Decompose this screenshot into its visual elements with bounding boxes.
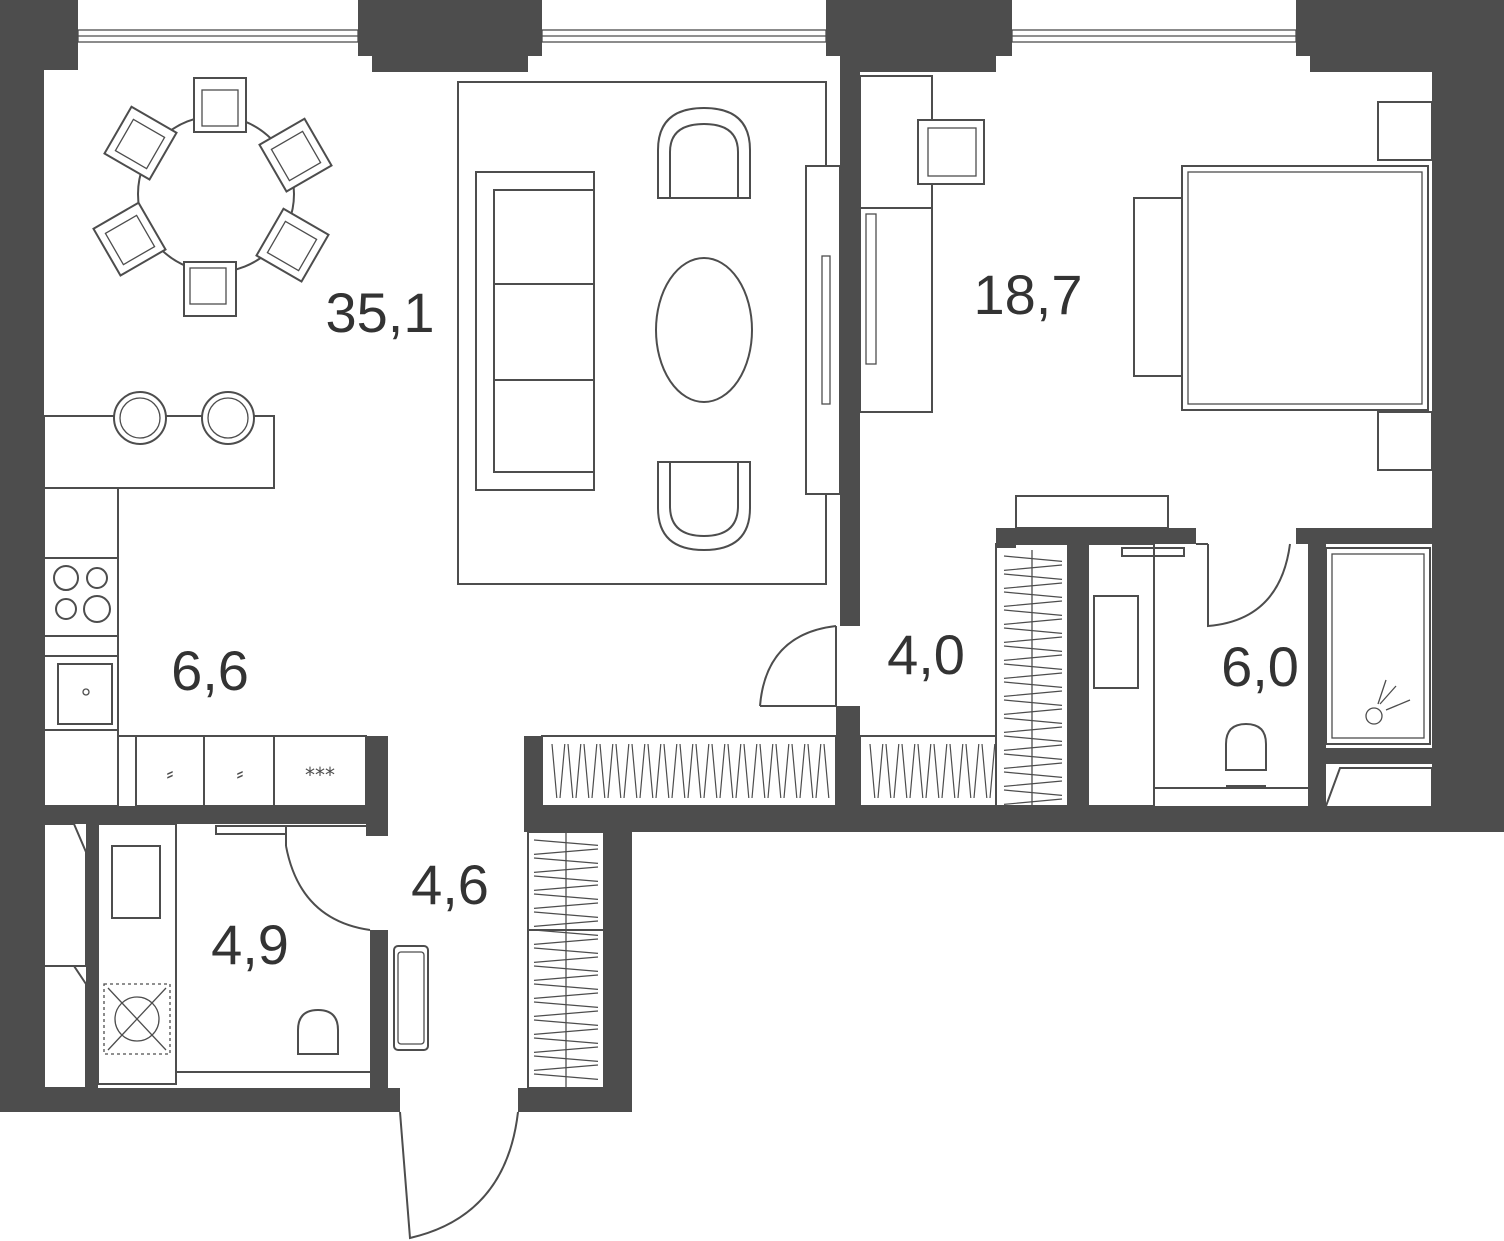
wardrobes <box>527 543 1069 1089</box>
area-label-bathroom: 6,0 <box>1221 635 1299 698</box>
kitchen-units: ⸗ ⸗ *** <box>43 487 367 807</box>
wall-bedroom-bottom-left <box>1016 528 1196 544</box>
walls <box>0 0 1504 1112</box>
wall-wc-top <box>0 806 388 824</box>
wall-hall-top-left <box>524 736 542 832</box>
area-labels: 35,1 18,7 6,6 4,0 6,0 4,6 4,9 <box>171 263 1299 976</box>
wall-partition-living-bedroom <box>840 60 860 626</box>
wall-corner-top-left <box>0 0 78 70</box>
dresser <box>1015 495 1169 529</box>
door-entrance <box>399 1111 519 1240</box>
wc-storage-left <box>43 823 87 1089</box>
nightstand-bottom <box>1377 411 1433 471</box>
wall-bath-tub-end <box>1308 748 1436 764</box>
area-label-bedroom: 18,7 <box>974 263 1083 326</box>
wall-bath-left <box>1068 528 1088 830</box>
wall-wc-left <box>86 806 98 1106</box>
doors <box>285 543 1291 1240</box>
double-bed <box>1181 165 1429 411</box>
hatch-lines <box>1003 555 1063 805</box>
bath-toilet <box>1225 722 1267 787</box>
dining-chair-3 <box>255 207 330 283</box>
wc-washer <box>111 845 161 919</box>
hatch-wardrobe-living <box>551 743 830 799</box>
wc-cabinet <box>97 823 177 1085</box>
bath-washer <box>1093 595 1139 689</box>
hatch-wardrobe-hall <box>533 839 599 1080</box>
wall-partition-lower <box>836 706 860 816</box>
wc-toilet <box>297 1008 339 1073</box>
door-wc-swing <box>285 845 371 931</box>
sofa <box>475 171 595 491</box>
dining-chair-4 <box>183 261 237 317</box>
wall-right <box>1432 40 1504 832</box>
dining-set <box>92 77 333 317</box>
area-label-corridor: 4,0 <box>887 623 965 686</box>
windows <box>77 29 1297 43</box>
appliance-mark-2: ⸗ <box>237 761 244 785</box>
area-label-living: 35,1 <box>326 281 435 344</box>
bathtub <box>1325 547 1431 745</box>
bath-radiator <box>1121 547 1185 557</box>
wall-bottom-left <box>0 1088 400 1112</box>
bathroom-fixtures <box>1087 543 1433 807</box>
area-label-hall: 4,6 <box>411 853 489 916</box>
wall-bottom-hall <box>518 1088 632 1112</box>
hatch-lines <box>869 743 996 799</box>
appliance-mark-1: ⸗ <box>167 761 174 785</box>
appliance-mark-3: *** <box>305 763 335 787</box>
bar-stool-2 <box>201 391 255 445</box>
wall-left <box>0 46 44 1112</box>
dining-chair-1 <box>193 77 247 133</box>
door-bathroom <box>1207 543 1291 628</box>
tv-unit <box>805 165 841 495</box>
hatch-wardrobe-vertical <box>1003 555 1063 805</box>
wall-wc-right <box>370 930 388 1108</box>
bar-counter <box>43 391 275 489</box>
wall-bottom-right <box>524 806 1504 832</box>
hatch-wardrobe-corridor <box>869 743 996 799</box>
hall-radiator <box>393 945 429 1051</box>
wall-pier-1b <box>372 0 528 72</box>
wardrobe-living <box>541 735 837 807</box>
area-label-wc: 4,9 <box>211 913 289 976</box>
desk <box>859 75 933 413</box>
wall-kitchen-end <box>366 736 388 836</box>
desk-chair <box>917 119 985 185</box>
kitchen-sink <box>57 663 113 725</box>
wc-shower-drain <box>103 983 171 1055</box>
living-furniture <box>457 81 841 585</box>
wc-fixtures <box>43 823 429 1089</box>
bath-step <box>1325 767 1433 807</box>
door-corridor-swing <box>759 625 837 707</box>
hatch-lines <box>551 743 830 799</box>
bedroom-tv <box>865 213 877 365</box>
bench <box>1133 197 1183 377</box>
bedroom-furniture <box>859 75 1433 529</box>
armchair-bottom <box>657 461 751 552</box>
dining-chair-2 <box>258 117 333 193</box>
area-label-kitchen: 6,6 <box>171 639 249 702</box>
dining-chair-5 <box>92 201 167 277</box>
appliance-3 <box>273 735 367 807</box>
door-corridor-frame <box>760 626 837 707</box>
door-wc-frame <box>285 825 370 846</box>
hatch-lines <box>533 839 599 1080</box>
wall-pier-2b <box>840 0 996 72</box>
nightstand-top <box>1377 101 1433 161</box>
armchair-top <box>657 106 751 199</box>
dining-chair-6 <box>103 105 178 181</box>
wall-bedroom-bottom-right <box>1296 528 1436 544</box>
hob <box>53 565 111 623</box>
coffee-table <box>655 257 753 403</box>
bar-stool-1 <box>113 391 167 445</box>
bath-cabinet <box>1087 543 1155 807</box>
wall-hall-right <box>604 806 632 1112</box>
wc-radiator <box>215 825 287 835</box>
wall-bath-right <box>1308 544 1326 832</box>
kitchen-counter-left <box>43 487 119 807</box>
